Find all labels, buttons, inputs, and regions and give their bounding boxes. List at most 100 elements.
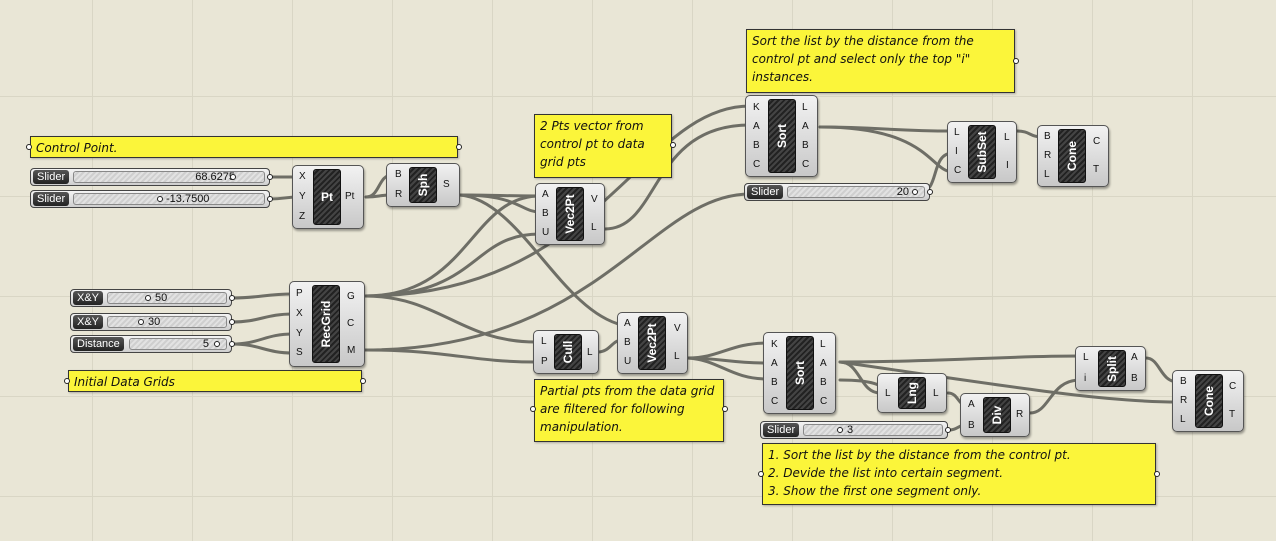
output-c[interactable]: C (820, 396, 828, 407)
note-port[interactable] (26, 144, 32, 150)
input-y[interactable]: Y (299, 191, 306, 202)
input-l[interactable]: L (1083, 352, 1089, 363)
input-z[interactable]: Z (299, 211, 306, 222)
input-i[interactable]: i (1084, 373, 1087, 384)
output-port[interactable] (267, 174, 273, 180)
input-k[interactable]: K (771, 339, 778, 350)
vector-note[interactable]: 2 Pts vector from control pt to data gri… (534, 114, 672, 178)
slider-track[interactable] (129, 338, 227, 350)
slider-track[interactable] (107, 292, 227, 304)
output-l[interactable]: L (591, 222, 597, 233)
note-port[interactable] (670, 142, 676, 148)
output-port[interactable] (229, 295, 235, 301)
input-a[interactable]: A (753, 121, 760, 132)
control-point-note[interactable]: Control Point. (30, 136, 458, 158)
input-l[interactable]: L (541, 336, 547, 347)
input-u[interactable]: U (624, 356, 632, 367)
output-t[interactable]: T (1093, 164, 1100, 175)
output-l[interactable]: L (674, 351, 680, 362)
slider-grip[interactable] (230, 174, 236, 180)
input-x[interactable]: X (296, 308, 303, 319)
slider-grip[interactable] (157, 196, 163, 202)
input-b[interactable]: B (1180, 376, 1187, 387)
input-b[interactable]: B (1044, 131, 1051, 142)
output-c[interactable]: C (802, 159, 810, 170)
input-b[interactable]: B (753, 140, 760, 151)
note-port[interactable] (1154, 471, 1160, 477)
input-a[interactable]: A (771, 358, 778, 369)
output-l[interactable]: L (587, 347, 593, 358)
input-b[interactable]: B (968, 420, 975, 431)
input-b[interactable]: B (624, 337, 631, 348)
vec2pt-component[interactable]: A B U Vec2Pt V L (535, 183, 605, 245)
number-slider[interactable]: Slider 68.6275 (30, 168, 270, 186)
input-r[interactable]: R (1044, 150, 1052, 161)
output-r[interactable]: R (1016, 409, 1024, 420)
input-l[interactable]: L (1180, 414, 1186, 425)
output-b[interactable]: B (802, 140, 809, 151)
input-p[interactable]: P (541, 356, 548, 367)
steps-note[interactable]: 1. Sort the list by the distance from th… (762, 443, 1156, 505)
number-slider[interactable]: X&Y 30 (70, 313, 232, 331)
vec2pt-component[interactable]: A B U Vec2Pt V L (617, 312, 688, 374)
input-a[interactable]: A (968, 399, 975, 410)
input-b[interactable]: B (771, 377, 778, 388)
slider-track[interactable] (73, 193, 265, 205)
note-port[interactable] (722, 406, 728, 412)
output-m[interactable]: M (347, 345, 356, 356)
input-p[interactable]: P (296, 288, 303, 299)
output-a[interactable]: A (820, 358, 827, 369)
output-port[interactable] (229, 319, 235, 325)
slider-grip[interactable] (138, 319, 144, 325)
output-l[interactable]: L (933, 388, 939, 399)
output-c[interactable]: C (347, 318, 355, 329)
input-r[interactable]: R (395, 189, 403, 200)
output-c[interactable]: C (1093, 136, 1101, 147)
input-u[interactable]: U (542, 227, 550, 238)
output-pt[interactable]: Pt (345, 191, 355, 202)
initial-grid-note[interactable]: Initial Data Grids (68, 370, 362, 392)
output-l[interactable]: L (802, 102, 808, 113)
input-a[interactable]: A (542, 189, 549, 200)
note-port[interactable] (360, 378, 366, 384)
output-l[interactable]: L (820, 339, 826, 350)
output-l[interactable]: L (1004, 132, 1010, 143)
output-c[interactable]: C (1229, 381, 1237, 392)
output-b[interactable]: B (1131, 373, 1138, 384)
input-l[interactable]: L (954, 127, 960, 138)
slider-track[interactable] (803, 424, 943, 436)
number-slider[interactable]: X&Y 50 (70, 289, 232, 307)
note-port[interactable] (456, 144, 462, 150)
input-a[interactable]: A (624, 318, 631, 329)
output-port[interactable] (229, 341, 235, 347)
cone-component[interactable]: B R L Cone C T (1172, 370, 1244, 432)
output-port[interactable] (945, 427, 951, 433)
output-v[interactable]: V (674, 323, 681, 334)
sort-note[interactable]: Sort the list by the distance from the c… (746, 29, 1015, 93)
input-x[interactable]: X (299, 171, 306, 182)
number-slider[interactable]: Slider 20 (744, 183, 930, 201)
number-slider[interactable]: Slider 3 (760, 421, 948, 439)
note-port[interactable] (758, 471, 764, 477)
split-component[interactable]: L i Split A B (1075, 346, 1146, 391)
sphere-component[interactable]: B R Sph S (386, 163, 460, 207)
input-y[interactable]: Y (296, 328, 303, 339)
cone-component[interactable]: B R L Cone C T (1037, 125, 1109, 187)
note-port[interactable] (64, 378, 70, 384)
length-component[interactable]: L Lng L (877, 373, 947, 413)
output-port[interactable] (927, 189, 933, 195)
note-port[interactable] (1013, 58, 1019, 64)
slider-track[interactable] (787, 186, 925, 198)
output-t[interactable]: T (1229, 409, 1236, 420)
cull-component[interactable]: L P Cull L (533, 330, 599, 374)
input-s[interactable]: S (296, 347, 303, 358)
input-l[interactable]: L (885, 388, 891, 399)
output-s[interactable]: S (443, 179, 450, 190)
input-b[interactable]: B (542, 208, 549, 219)
slider-grip[interactable] (145, 295, 151, 301)
subset-component[interactable]: L I C SubSet L I (947, 121, 1017, 183)
output-port[interactable] (267, 196, 273, 202)
recgrid-component[interactable]: P X Y S RecGrid G C M (289, 281, 365, 367)
slider-track[interactable] (73, 171, 265, 183)
note-port[interactable] (530, 406, 536, 412)
